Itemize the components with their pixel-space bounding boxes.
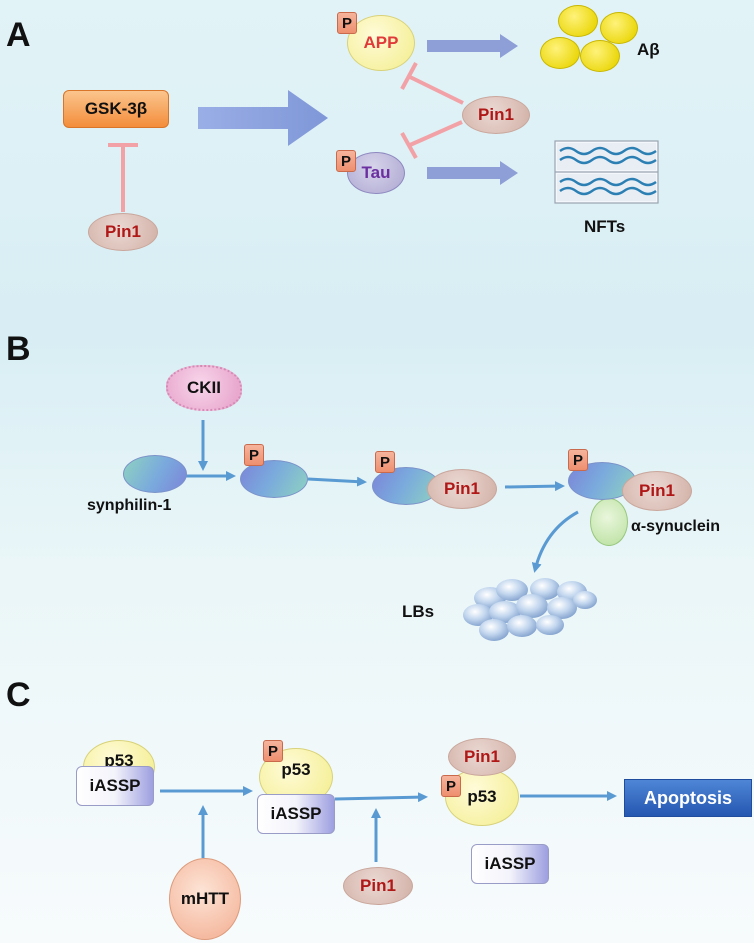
arrow-tau-to-nfts — [427, 161, 518, 185]
pin1-node-a-left: Pin1 — [88, 213, 158, 251]
arrow-app-to-abeta — [427, 34, 518, 58]
abeta-label: Aβ — [637, 40, 660, 59]
pin1-node-a-right: Pin1 — [462, 96, 530, 134]
panel-b-label: B — [6, 330, 31, 368]
alpha-synuclein-label: α-synuclein — [631, 518, 720, 535]
pin1-node-c-top: Pin1 — [448, 738, 516, 776]
synphilin-label: synphilin-1 — [87, 497, 172, 514]
pin1-inhibits-tau-line — [400, 120, 463, 159]
arrow-p-to-pin1 — [307, 476, 367, 487]
alpha-synuclein-node — [590, 498, 628, 546]
panel-a-label: A — [6, 16, 31, 54]
p53-label: p53 — [104, 751, 134, 770]
app-label: APP — [363, 33, 399, 52]
abeta-sphere — [580, 40, 620, 72]
phospho-tag-c1: P — [263, 740, 283, 762]
pin1-label: Pin1 — [444, 479, 480, 498]
pin1-node-b-mid: Pin1 — [427, 469, 497, 509]
abeta-sphere — [540, 37, 580, 69]
phospho-tag-b1: P — [244, 444, 264, 466]
lbs-label: LBs — [402, 602, 435, 621]
nfts-label: NFTs — [584, 217, 626, 236]
pin1-label: Pin1 — [464, 747, 500, 766]
gsk3b-label: GSK-3β — [84, 99, 148, 118]
pin1-label: Pin1 — [105, 222, 141, 241]
ckii-cloud: CKII — [166, 365, 242, 411]
phospho-tag-app: P — [337, 12, 357, 34]
app-node: APP — [347, 15, 415, 71]
arrow-complex-to-lbs — [531, 510, 579, 573]
pin1-label: Pin1 — [639, 481, 675, 500]
p53-label: p53 — [467, 787, 497, 806]
ckii-label: CKII — [187, 378, 221, 397]
phospho-synphilin-node — [240, 460, 308, 498]
iassp-label: iASSP — [270, 804, 322, 823]
iassp-label: iASSP — [484, 854, 536, 873]
abeta-sphere — [558, 5, 598, 37]
pin1-node-b-right: Pin1 — [622, 471, 692, 511]
iassp-node-b: iASSP — [257, 794, 335, 834]
apoptosis-label: Apoptosis — [644, 787, 732, 808]
pin1-label: Pin1 — [360, 876, 396, 895]
abeta-sphere — [600, 12, 638, 44]
phospho-tag-c2: P — [441, 775, 461, 797]
arrow-complex-b-to-c — [334, 792, 428, 803]
tau-node: Tau — [347, 152, 405, 194]
big-arrow-gsk-to-targets — [198, 90, 328, 146]
iassp-node-c: iASSP — [471, 844, 549, 884]
iassp-label: iASSP — [89, 776, 141, 795]
lbs-illustration — [463, 578, 597, 641]
arrow-pin1-to-complex — [504, 481, 565, 492]
gsk-inhibition-line — [108, 143, 138, 212]
apoptosis-box: Apoptosis — [624, 779, 752, 817]
mhtt-label: mHTT — [180, 889, 230, 908]
nfts-illustration — [554, 140, 659, 204]
phospho-tag-tau: P — [336, 150, 356, 172]
p53-label: p53 — [281, 760, 311, 779]
phospho-tag-b2: P — [375, 451, 395, 473]
synphilin-node — [123, 455, 187, 493]
panel-c-label: C — [6, 676, 31, 714]
pin1-label: Pin1 — [478, 105, 514, 124]
phospho-tag-b3: P — [568, 449, 588, 471]
mhtt-node: mHTT — [169, 858, 241, 940]
gsk3b-box: GSK-3β — [63, 90, 169, 128]
iassp-node-a: iASSP — [76, 766, 154, 806]
pin1-inhibits-app-line — [400, 62, 464, 105]
pin1-node-c-bottom: Pin1 — [343, 867, 413, 905]
tau-label: Tau — [361, 163, 391, 182]
